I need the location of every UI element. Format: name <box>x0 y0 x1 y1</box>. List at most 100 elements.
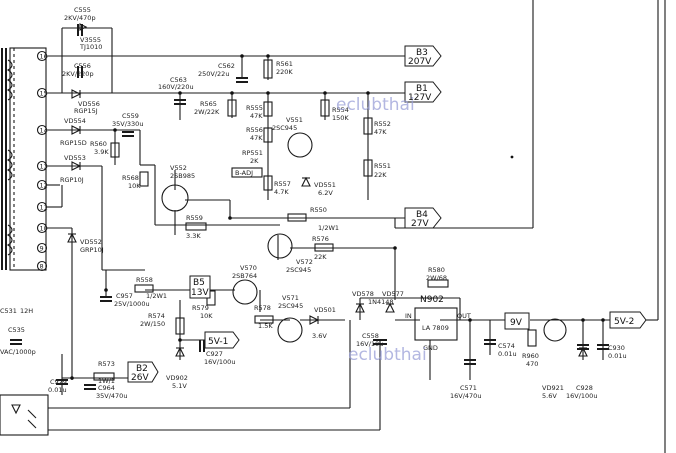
ref-label: C556 <box>74 62 91 70</box>
tag-voltage: 5V-1 <box>208 337 228 347</box>
value-label: VAC/1000p <box>0 348 36 356</box>
pin-label: 13 <box>40 163 48 171</box>
ref-label: VD921 <box>542 384 564 392</box>
value-label: 3.6V <box>312 332 327 340</box>
regulator-ic: IN OUT GND N902 LA 7809 <box>405 295 471 352</box>
tag-voltage: 127V <box>408 93 432 103</box>
ref-label: R573 <box>98 360 115 368</box>
ref-label: R960 <box>522 352 539 360</box>
value-label: 2W/150 <box>140 320 165 328</box>
ref-label: C574 <box>498 342 515 350</box>
wiring <box>47 0 666 453</box>
value-label: 150K <box>332 114 349 122</box>
output-tag-b4: B4 27V <box>404 207 442 229</box>
ref-label: R574 <box>148 312 165 320</box>
value-label: 5.6V <box>542 392 557 400</box>
value-label: 1/2W1 <box>318 224 339 232</box>
ic-pin-out: OUT <box>457 312 471 320</box>
ref-label: VD501 <box>314 306 336 314</box>
output-tag-b3: B3 207V <box>404 45 442 67</box>
pin-label: 11 <box>40 204 48 212</box>
tag-voltage: 13V <box>191 288 209 298</box>
watermark: eclubthai <box>348 345 427 365</box>
tag-name: B2 <box>136 364 148 374</box>
ref-label: VD552 <box>80 238 102 246</box>
value-label: 0.01u <box>608 352 627 360</box>
output-tag-b5: B5 13V <box>189 275 211 299</box>
value-label: 1W/1 <box>98 377 115 385</box>
tag-name: B3 <box>416 48 428 58</box>
tag-voltage: 27V <box>411 219 429 229</box>
value-label: 3.9K <box>94 148 109 156</box>
ref-label: R557 <box>274 180 291 188</box>
ref-label: C559 <box>122 112 139 120</box>
value-label: 3.3K <box>186 232 201 240</box>
value-label: 25V/1000u <box>114 300 150 308</box>
capacitors <box>10 24 609 390</box>
value-label: 16V/100u <box>204 358 235 366</box>
ref-label: C957 <box>116 292 133 300</box>
value-label: 220K <box>276 68 293 76</box>
value-label: 10K <box>128 182 141 190</box>
ic-part: LA 7809 <box>422 324 449 332</box>
value-label: 2W/22K <box>194 108 220 116</box>
output-tag-b2: B2 26V <box>127 361 159 383</box>
value-label: 2W/68 <box>426 274 447 282</box>
value-label: RGP15J <box>74 107 98 115</box>
value-label: GRP10J <box>80 246 104 254</box>
component-labels: C555 2KV/470p V3555 TJ1010 C556 2KV/220p… <box>0 6 627 400</box>
value-label: 10K <box>200 312 213 320</box>
flyback-transformer <box>1 47 47 271</box>
ref-label: R579 <box>192 304 209 312</box>
ref-label: VD577 <box>382 290 404 298</box>
value-label: RGP15D <box>60 139 87 147</box>
value-label: 1.5K <box>258 322 273 330</box>
value-label: 16V/100u <box>566 392 597 400</box>
value-label: 160V/220u <box>158 83 194 91</box>
ref-label: R554 <box>332 106 349 114</box>
value-label: 47K <box>250 112 263 120</box>
ref-label: R580 <box>428 266 445 274</box>
value-label: 16V/10u <box>356 340 383 348</box>
value-label: 22K <box>374 171 387 179</box>
tag-voltage: 9V <box>510 318 523 328</box>
value-label: 0.01u <box>48 386 67 394</box>
ref-label: R565 <box>200 100 217 108</box>
pin-label: 16 <box>40 53 48 61</box>
ref-label: R555 <box>246 104 263 112</box>
value-label: TJ1010 <box>79 43 102 51</box>
ref-label: R561 <box>276 60 293 68</box>
ref-label: R576 <box>312 235 329 243</box>
output-tag-b1: B1 127V <box>404 81 442 103</box>
value-label: 47K <box>374 128 387 136</box>
ref-label: V571 <box>282 294 299 302</box>
ref-label: R552 <box>374 120 391 128</box>
ic-pin-gnd: GND <box>423 344 438 352</box>
value-label: 4.7K <box>274 188 289 196</box>
watermark: eclubthai <box>336 95 415 115</box>
resistors <box>93 59 537 381</box>
value-label: 1/2W1 <box>146 292 167 300</box>
ref-label: VD578 <box>352 290 374 298</box>
pin-label: 14 <box>40 127 48 135</box>
pin-label: 15 <box>40 90 48 98</box>
value-label: 16V/470u <box>450 392 481 400</box>
pin-label: 10 <box>40 225 48 233</box>
ref-label: C555 <box>74 6 91 14</box>
ref-label: R559 <box>186 214 203 222</box>
value-label: 22K <box>314 253 327 261</box>
value-label: RGP10J <box>60 176 84 184</box>
ref-label: R551 <box>374 162 391 170</box>
transistors <box>161 132 567 343</box>
ref-label: V570 <box>240 264 257 272</box>
ref-label: V551 <box>286 116 303 124</box>
output-tag-5v2: 5V-2 <box>609 311 647 329</box>
ref-label: R558 <box>136 276 153 284</box>
value-label: 2KV/470p <box>64 14 96 22</box>
value-label: 35V/330u <box>112 120 143 128</box>
value-label: 5.1V <box>172 382 187 390</box>
value-label: 470 <box>526 360 538 368</box>
junction-dots <box>70 54 605 380</box>
ref-label: R560 <box>90 140 107 148</box>
